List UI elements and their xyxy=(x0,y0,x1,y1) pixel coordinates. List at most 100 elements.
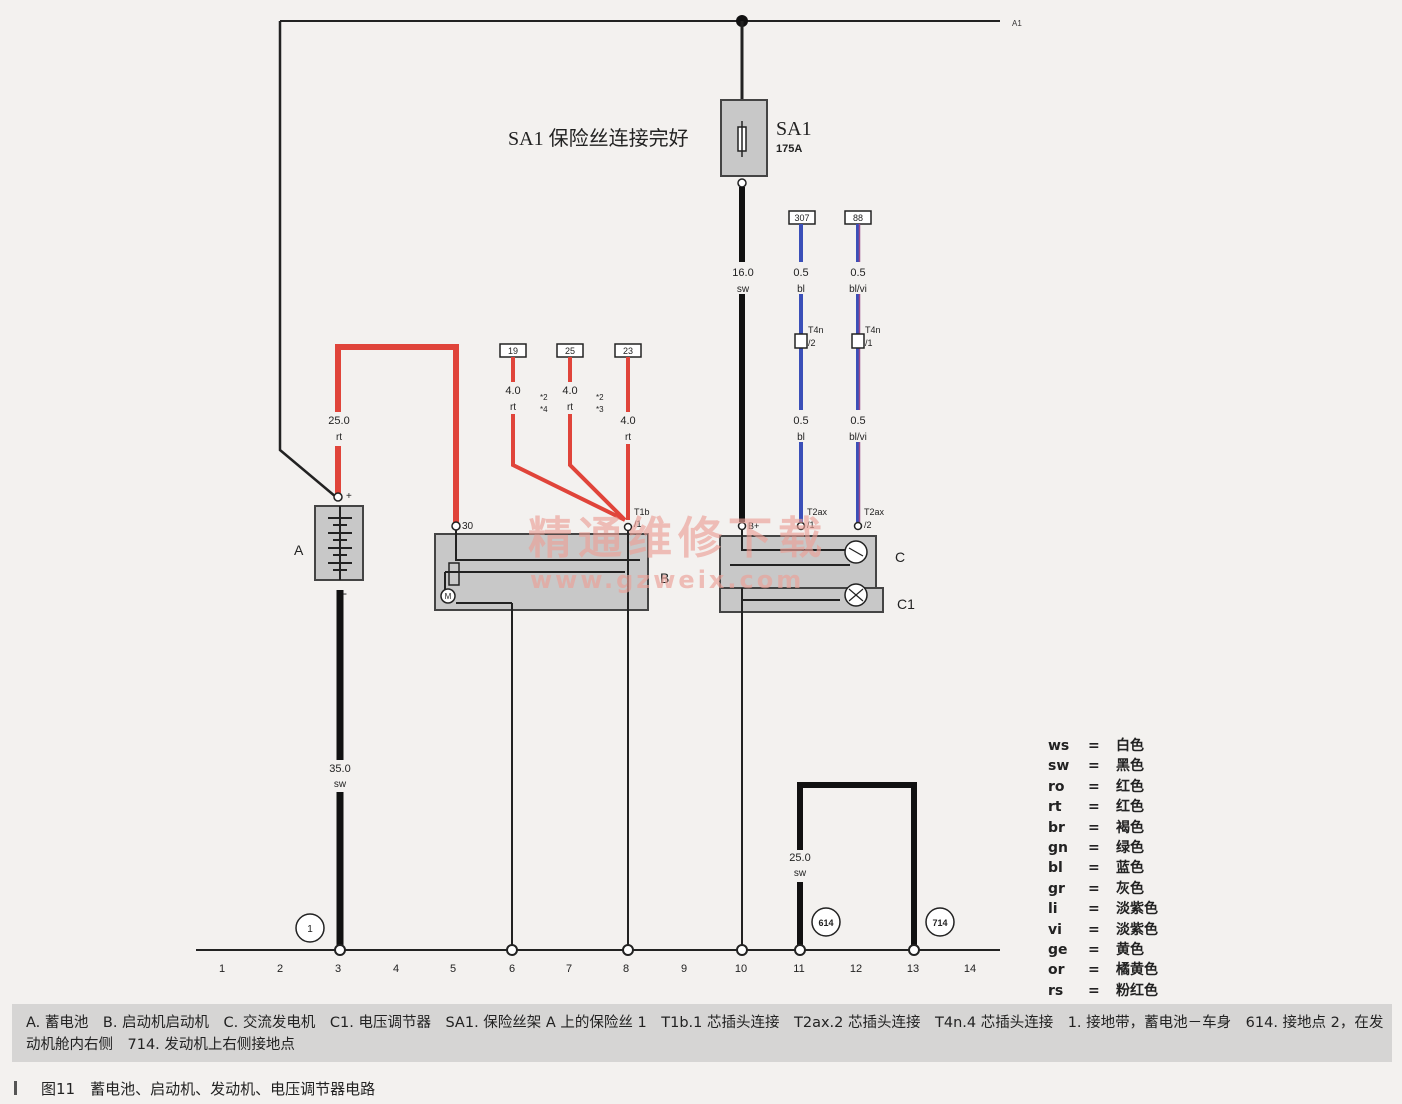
starter-terminal-30: 30 xyxy=(462,521,474,532)
starter-motor-icon xyxy=(440,588,456,604)
column-number: 4 xyxy=(393,963,399,975)
wire-red-25 xyxy=(335,344,459,524)
fuse-sa1 xyxy=(720,99,768,177)
connector-pin: /2 xyxy=(808,338,816,348)
connector-t4n-2 xyxy=(794,333,808,349)
legend-name: 橘黄色 xyxy=(1116,962,1158,979)
wire-color-label: sw xyxy=(794,868,807,879)
legend-code: br xyxy=(1048,819,1065,836)
column-number: 12 xyxy=(850,963,862,975)
connector-label: T2ax xyxy=(864,507,885,517)
legend-code: gn xyxy=(1048,840,1068,857)
legend-eq: = xyxy=(1088,901,1100,918)
legend-code: sw xyxy=(1048,758,1070,775)
wire-size-label: 4.0 xyxy=(505,385,520,397)
column-number: 11 xyxy=(793,963,804,975)
legend-code: li xyxy=(1048,901,1058,918)
legend-eq: = xyxy=(1088,819,1100,836)
title-bar-icon xyxy=(14,1081,17,1095)
connector-pin: /1 xyxy=(807,520,815,530)
wire-color-label: bl xyxy=(797,432,805,443)
column-number: 9 xyxy=(681,963,687,975)
caption-box: A. 蓄电池 B. 启动机启动机 C. 交流发电机 C1. 电压调节器 SA1.… xyxy=(12,1004,1392,1062)
wire-note: *3 xyxy=(596,405,604,414)
legend-eq: = xyxy=(1088,942,1100,959)
starter-label: B xyxy=(660,570,669,586)
column-number: 8 xyxy=(623,963,629,975)
fuse-name: SA1 xyxy=(776,118,812,140)
battery-minus-symbol: - xyxy=(343,586,347,600)
wire-note: *4 xyxy=(540,405,548,414)
box-label: 88 xyxy=(853,213,863,223)
legend-row: li=淡紫色 xyxy=(1048,899,1176,919)
legend-row: bl=蓝色 xyxy=(1048,858,1176,878)
column-number: 6 xyxy=(509,963,515,975)
wire-note: *2 xyxy=(540,393,548,402)
legend-eq: = xyxy=(1088,799,1100,816)
connector-pin: /2 xyxy=(864,520,872,530)
legend-eq: = xyxy=(1088,962,1100,979)
wire-size-label: 16.0 xyxy=(732,267,753,279)
legend-eq: = xyxy=(1088,880,1100,897)
legend-code: bl xyxy=(1048,860,1063,877)
legend-code: vi xyxy=(1048,921,1062,938)
legend-name: 粉红色 xyxy=(1116,982,1158,999)
wire-size-label: 0.5 xyxy=(850,415,865,427)
regulator-label: C1 xyxy=(897,596,915,612)
connector-label: T4n xyxy=(865,325,881,335)
wire-color-label: sw xyxy=(334,779,347,790)
legend-eq: = xyxy=(1088,778,1100,795)
legend-eq: = xyxy=(1088,982,1100,999)
box-label: 23 xyxy=(623,346,633,356)
wire-size-label: 25.0 xyxy=(789,852,810,864)
connector-label: T4n xyxy=(808,325,824,335)
connector-t4n-1 xyxy=(851,333,865,349)
circuit-diagram: A1 25.0 rt + A - 35.0 sw 30 M B 19 25 23… xyxy=(196,15,1022,975)
connector-pin: /1 xyxy=(865,338,873,348)
legend-row: vi = 淡紫色 xyxy=(1048,920,1176,940)
legend-name: 淡紫色 xyxy=(1116,921,1158,938)
wire-color-label: bl xyxy=(797,284,805,295)
wire-color-label: rt xyxy=(625,432,631,443)
bus-label: A1 xyxy=(1012,19,1022,28)
legend-name: 黄色 xyxy=(1116,942,1144,959)
wire-color-label: bl/vi xyxy=(849,284,867,295)
legend-name: 绿色 xyxy=(1116,840,1144,857)
ground-point-614 xyxy=(811,907,841,937)
legend-name: 褐色 xyxy=(1116,819,1144,836)
legend-eq: = xyxy=(1088,758,1100,775)
wire-size-label: 0.5 xyxy=(793,415,808,427)
fuse-annotation: SA1 保险丝连接完好 xyxy=(508,127,689,150)
legend-code: gr xyxy=(1048,880,1065,897)
wire-size-label: 4.0 xyxy=(562,385,577,397)
wire-size-label: 0.5 xyxy=(793,267,808,279)
column-number: 5 xyxy=(450,963,456,975)
wire-color-label: rt xyxy=(510,402,516,413)
figure-title-text: 图11 蓄电池、启动机、发动机、电压调节器电路 xyxy=(41,1080,376,1098)
legend-code: rs xyxy=(1048,982,1064,999)
legend-code: rt xyxy=(1048,799,1062,816)
wire-color-label: rt xyxy=(567,402,573,413)
wire-color-label: bl/vi xyxy=(849,432,867,443)
watermark-url: www.gzweix.com xyxy=(530,566,805,594)
legend-row: or=橘黄色 xyxy=(1048,960,1176,980)
legend-eq: = xyxy=(1088,921,1100,938)
legend-name: 红色 xyxy=(1116,778,1144,795)
legend-name: 灰色 xyxy=(1116,880,1144,897)
legend-name: 红色 xyxy=(1116,799,1144,816)
legend-eq: = xyxy=(1088,860,1100,877)
wire-color-label: rt xyxy=(336,432,342,443)
column-number: 7 xyxy=(566,963,572,975)
fuse-rating: 175A xyxy=(776,143,802,155)
legend-name: 黑色 xyxy=(1116,758,1144,775)
column-number: 1 xyxy=(219,963,225,975)
box-label: 25 xyxy=(565,346,575,356)
column-number: 2 xyxy=(277,963,283,975)
caption-text: A. 蓄电池 B. 启动机启动机 C. 交流发电机 C1. 电压调节器 SA1.… xyxy=(26,1015,1384,1053)
legend-row: gr = 灰色 xyxy=(1048,879,1176,899)
legend-row: gn=绿色 xyxy=(1048,838,1176,858)
figure-title: 图11 蓄电池、启动机、发动机、电压调节器电路 xyxy=(14,1078,375,1099)
connector-label: T2ax xyxy=(807,507,828,517)
legend-row: rs = 粉红色 xyxy=(1048,981,1176,1001)
